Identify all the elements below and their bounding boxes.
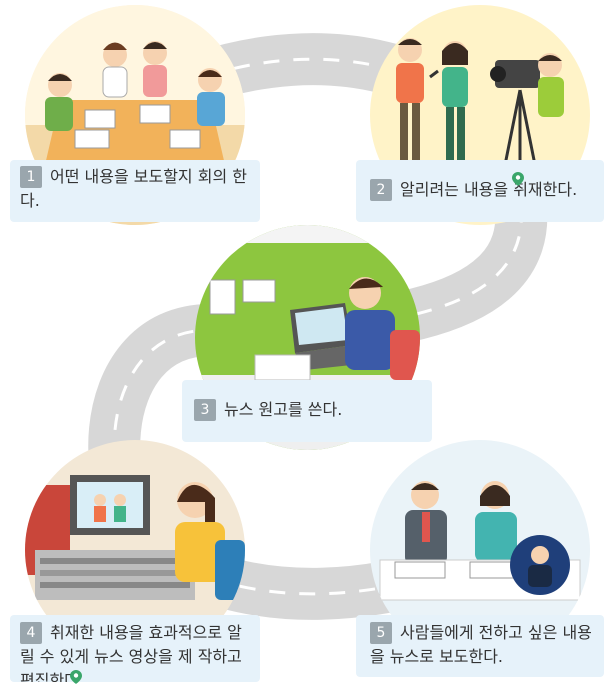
location-pin-icon (512, 172, 524, 186)
step-text: 어떤 내용을 보도할지 회의 한다. (20, 167, 247, 210)
caption-step-3: 3 뉴스 원고를 쓴다. (182, 380, 432, 442)
step-text: 취재한 내용을 효과적으로 알릴 수 있게 뉴스 영상을 제 작하고 편집한다. (20, 623, 242, 682)
step-text: 알리려는 내용을 취재한다. (400, 180, 578, 199)
step-number-badge: 3 (194, 399, 216, 421)
step-number-badge: 4 (20, 622, 42, 644)
step-number-badge: 1 (20, 166, 42, 188)
step-number-badge: 5 (370, 622, 392, 644)
location-pin-icon (70, 670, 82, 684)
step-text: 뉴스 원고를 쓴다. (224, 400, 343, 419)
caption-step-2: 2 알리려는 내용을 취재한다. (356, 160, 604, 222)
step-text: 사람들에게 전하고 싶은 내용을 뉴스로 보도한다. (370, 623, 592, 666)
step-number-badge: 2 (370, 179, 392, 201)
